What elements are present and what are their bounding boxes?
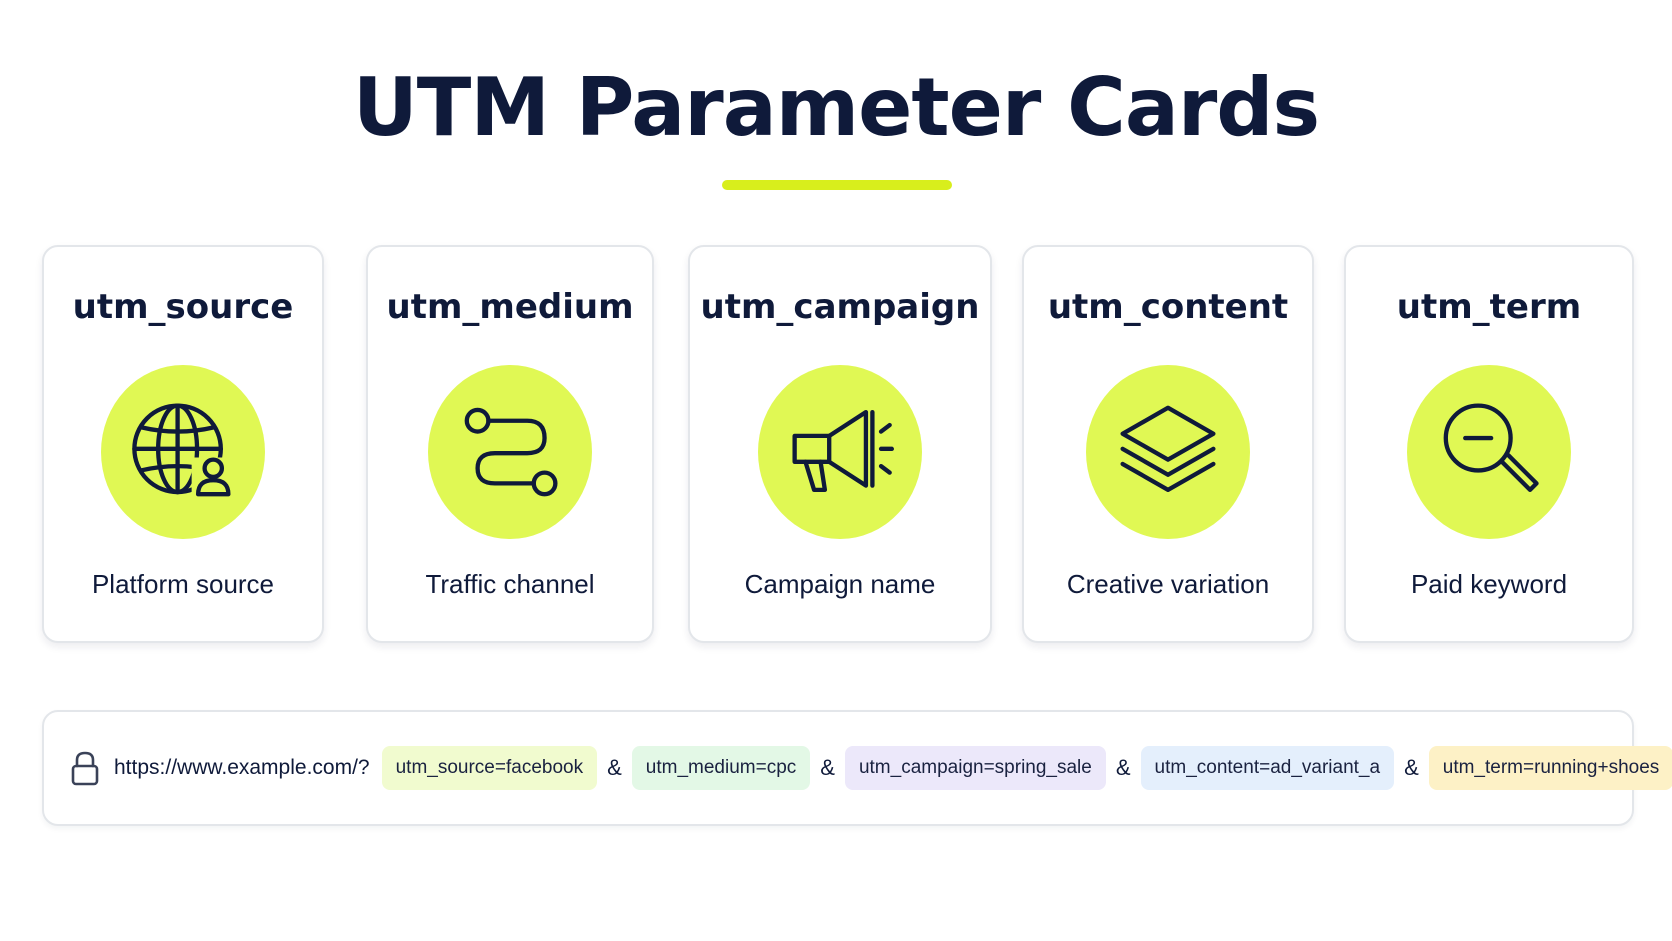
parameter-cards: utm_source Platform source utm_medium	[0, 245, 1672, 647]
icon-circle	[101, 365, 265, 539]
param-separator: &	[820, 755, 835, 780]
icon-circle	[758, 365, 922, 539]
card-utm-term: utm_term Paid keyword	[1344, 245, 1634, 643]
param-chip-medium: utm_medium=cpc	[631, 746, 811, 790]
base-url: https://www.example.com/?	[114, 756, 370, 779]
card-description: Traffic channel	[425, 569, 595, 599]
card-description: Paid keyword	[1410, 569, 1568, 599]
route-path-icon	[464, 407, 558, 497]
layers-icon	[1120, 405, 1216, 493]
card-title: utm_content	[1047, 287, 1289, 327]
param-chip-source: utm_source=facebook	[381, 746, 598, 790]
globe-user-icon	[132, 403, 231, 499]
card-utm-campaign: utm_campaign Campaign name	[688, 245, 992, 643]
param-separator: &	[607, 755, 622, 780]
page-title: UTM Parameter Cards	[352, 61, 1320, 154]
card-title: utm_source	[72, 287, 294, 327]
card-title: utm_campaign	[700, 287, 980, 327]
card-utm-content: utm_content Creative variation	[1022, 245, 1314, 643]
param-chip-term: utm_term=running+shoes	[1428, 746, 1672, 790]
param-chip-campaign: utm_campaign=spring_sale	[844, 746, 1106, 790]
card-description: Platform source	[91, 569, 275, 599]
card-title: utm_term	[1396, 287, 1582, 327]
lock-icon	[71, 751, 99, 786]
card-utm-medium: utm_medium Traffic channel	[366, 245, 654, 643]
megaphone-icon	[792, 409, 894, 493]
param-separator: &	[1115, 755, 1131, 780]
url-bar: https://www.example.com/? utm_source=fac…	[42, 710, 1672, 826]
card-utm-source: utm_source Platform source	[42, 245, 324, 643]
param-separator: &	[1404, 755, 1419, 780]
icon-circle	[1086, 365, 1250, 539]
card-description: Campaign name	[744, 569, 936, 599]
title-underline	[722, 180, 952, 190]
search-minus-icon	[1443, 403, 1539, 493]
param-chip-content: utm_content=ad_variant_a	[1140, 746, 1395, 790]
icon-circle	[428, 365, 592, 539]
icon-circle	[1407, 365, 1571, 539]
card-description: Creative variation	[1066, 569, 1270, 599]
card-title: utm_medium	[386, 287, 634, 327]
